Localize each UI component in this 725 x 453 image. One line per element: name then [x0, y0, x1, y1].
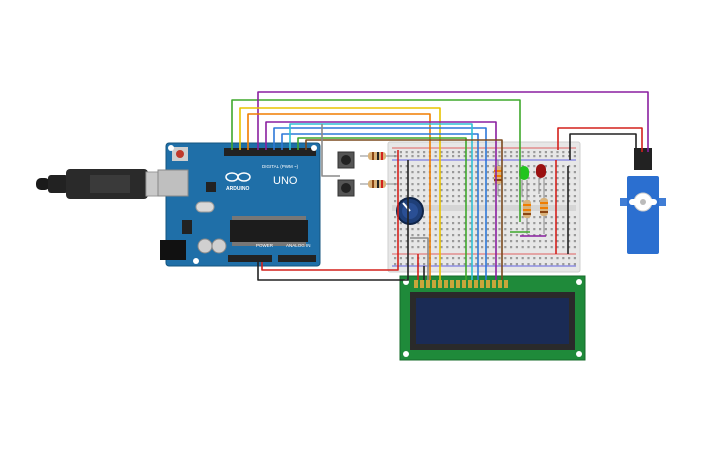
- wire-black-servo: [569, 133, 637, 160]
- arduino-brand-label: ARDUINO: [226, 186, 249, 192]
- lcd-pin-header: [414, 280, 508, 288]
- servo-motor: [620, 148, 666, 254]
- wire-orange: [247, 113, 431, 280]
- wire-yellow: [239, 107, 441, 280]
- wire-brown: [305, 139, 503, 280]
- wire-red-power: [261, 150, 399, 271]
- button-resistor-2: [360, 180, 398, 188]
- arduino-model-label: UNO: [273, 175, 298, 187]
- wire-green: [231, 99, 521, 222]
- power-pins-label: POWER: [256, 243, 274, 248]
- wire-blue-2: [281, 133, 479, 280]
- wire-purple-lcd: [265, 121, 497, 280]
- wire-purple-servo: [257, 91, 649, 152]
- breadboard-resistor-3: [540, 194, 548, 234]
- wire-group: [231, 91, 649, 281]
- wire-red-servo: [557, 127, 643, 152]
- breadboard-resistor-2: [523, 196, 531, 234]
- arduino-logo: [225, 172, 251, 182]
- led-green: [519, 166, 529, 196]
- button-resistor-1: [360, 152, 398, 160]
- wire-black-ground: [257, 160, 409, 281]
- wire-green-lcd: [297, 137, 467, 280]
- potentiometer: [396, 197, 424, 225]
- wire-gray-pot: [410, 237, 429, 280]
- breadboard: [387, 141, 581, 273]
- wire-gray-button: [321, 124, 340, 177]
- analog-pins-label: ANALOG IN: [286, 243, 311, 248]
- led-red: [536, 164, 546, 194]
- lcd-16x2: [399, 275, 586, 361]
- arduino-uno: ARDUINO UNO DIGITAL (PWM ~) POWER ANALOG…: [157, 142, 321, 267]
- push-button-2: [337, 179, 355, 197]
- push-button-1: [337, 151, 355, 169]
- digital-pins-label: DIGITAL (PWM ~): [262, 164, 299, 169]
- wire-cyan: [289, 123, 473, 280]
- wire-blue-1: [273, 127, 487, 280]
